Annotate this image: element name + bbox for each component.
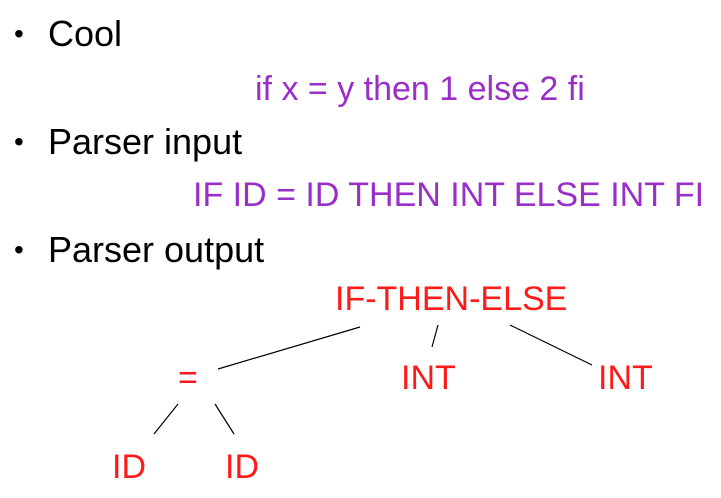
edge-root-int2 <box>509 324 593 366</box>
bullet-marker: • <box>14 126 24 157</box>
bullet-parser-input: • Parser input <box>14 124 242 160</box>
node-if-then-else: IF-THEN-ELSE <box>335 280 567 318</box>
edge-root-int1 <box>431 324 439 348</box>
bullet-marker: • <box>14 234 24 265</box>
node-id-right: ID <box>225 448 259 486</box>
edge-root-eq <box>217 326 361 370</box>
bullet-text: Parser output <box>48 229 265 270</box>
node-int-then: INT <box>401 359 456 397</box>
bullet-text: Cool <box>48 13 123 54</box>
edge-eq-id2 <box>214 403 235 435</box>
node-id-left: ID <box>112 448 146 486</box>
bullet-text: Parser input <box>48 121 243 162</box>
node-int-else: INT <box>598 359 653 397</box>
edge-eq-id1 <box>153 403 179 435</box>
cool-code-example: if x = y then 1 else 2 fi <box>255 70 585 108</box>
bullet-cool: • Cool <box>14 16 122 52</box>
parser-input-tokens: IF ID = ID THEN INT ELSE INT FI <box>193 176 705 214</box>
bullet-parser-output: • Parser output <box>14 232 264 268</box>
bullet-marker: • <box>14 18 24 49</box>
node-equals: = <box>178 359 198 397</box>
